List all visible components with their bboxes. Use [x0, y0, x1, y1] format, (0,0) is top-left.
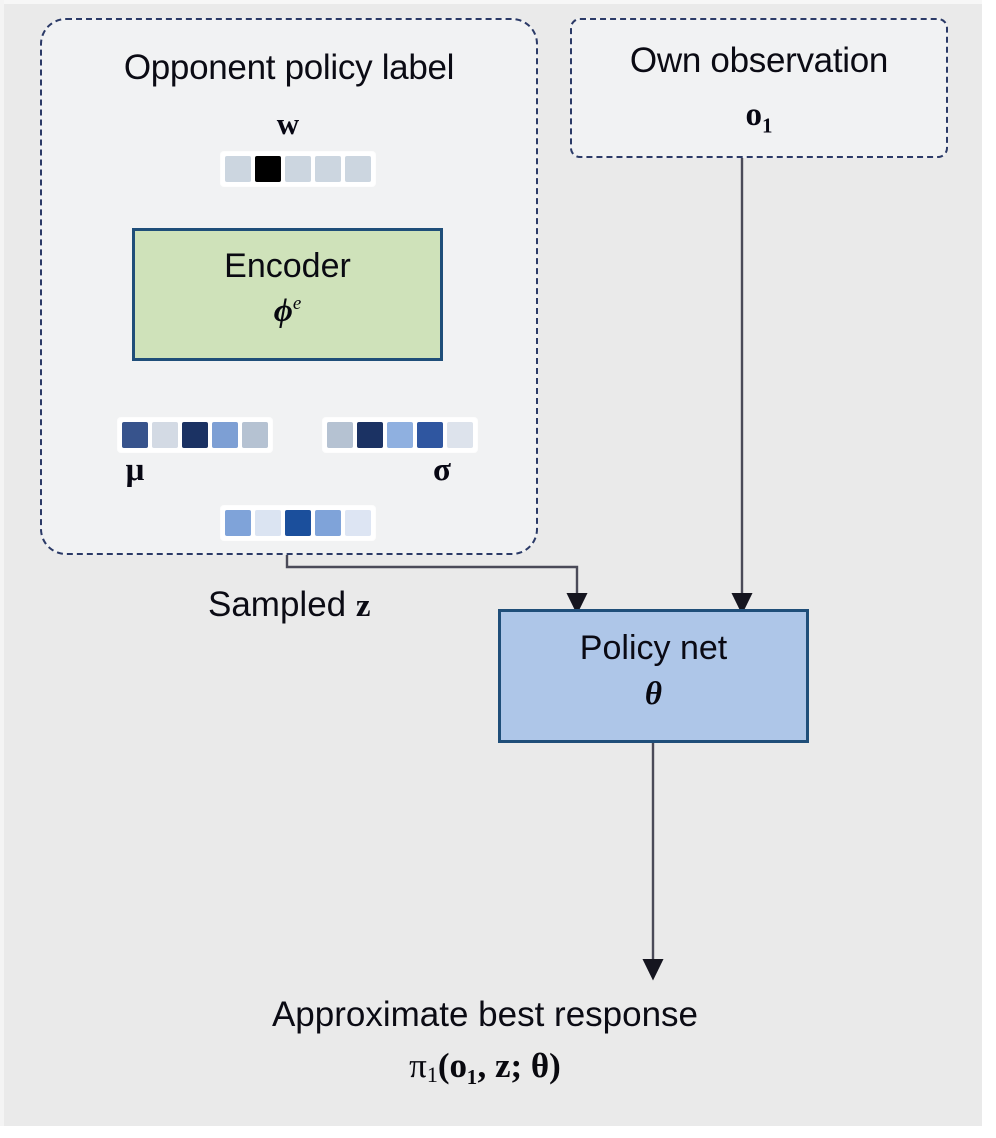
z-vector-cell: [255, 510, 281, 536]
formula-pi: π: [409, 1046, 427, 1085]
mu-vector-cell: [122, 422, 148, 448]
z-vector-cell: [315, 510, 341, 536]
z-symbol: z: [355, 588, 371, 624]
encoder-label: Encoder: [224, 247, 351, 285]
sigma-symbol-label: σ: [433, 452, 451, 488]
panel-title-own-observation: Own observation: [629, 41, 889, 80]
encoder-phi-superscript: e: [292, 293, 302, 314]
sigma-vector-cell: [387, 422, 413, 448]
sigma-vector: [323, 418, 477, 452]
w-vector-cell: [255, 156, 281, 182]
panel-title-opponent-policy-label: Opponent policy label: [123, 48, 455, 87]
output-formula: π1(o₁, z; θ): [0, 1046, 970, 1088]
formula-pi-subscript: 1: [426, 1062, 438, 1087]
page-frame-right: [982, 0, 996, 1138]
encoder-phi-symbol: ϕ: [273, 293, 293, 329]
sampled-z-text: Sampled: [208, 585, 347, 624]
mu-vector-cell: [212, 422, 238, 448]
z-vector-cell: [225, 510, 251, 536]
w-vector-cell: [345, 156, 371, 182]
observation-symbol-label: o1: [570, 97, 948, 139]
output-caption: Approximate best response: [271, 995, 699, 1034]
page-frame-bottom: [0, 1126, 996, 1138]
observation-subscript: 1: [762, 113, 773, 138]
encoder-param-label: ϕe: [135, 293, 440, 330]
policy-net-param-label: θ: [644, 676, 663, 712]
page-frame-top: [0, 0, 996, 4]
w-vector-cell: [225, 156, 251, 182]
own-observation-panel: [570, 18, 948, 158]
z-vector-cell: [345, 510, 371, 536]
w-symbol-label: w: [276, 106, 300, 141]
mu-vector: [118, 418, 272, 452]
w-vector-cell: [315, 156, 341, 182]
sampled-z-label: Sampled z: [208, 585, 371, 625]
z-vector-cell: [285, 510, 311, 536]
page-frame-left: [0, 0, 4, 1138]
sigma-vector-cell: [327, 422, 353, 448]
policy-net-label: Policy net: [579, 629, 728, 667]
w-vector-cell: [285, 156, 311, 182]
mu-vector-cell: [242, 422, 268, 448]
mu-vector-cell: [182, 422, 208, 448]
z-vector: [221, 506, 375, 540]
sigma-vector-cell: [417, 422, 443, 448]
policy-net-box: Policy net θ: [498, 609, 809, 743]
mu-vector-cell: [152, 422, 178, 448]
mu-symbol-label: μ: [125, 452, 145, 488]
observation-o-symbol: o: [745, 97, 763, 133]
formula-args: (o₁, z; θ): [437, 1046, 561, 1085]
encoder-box: Encoder ϕe: [132, 228, 443, 361]
w-vector: [221, 152, 375, 186]
sigma-vector-cell: [447, 422, 473, 448]
sigma-vector-cell: [357, 422, 383, 448]
